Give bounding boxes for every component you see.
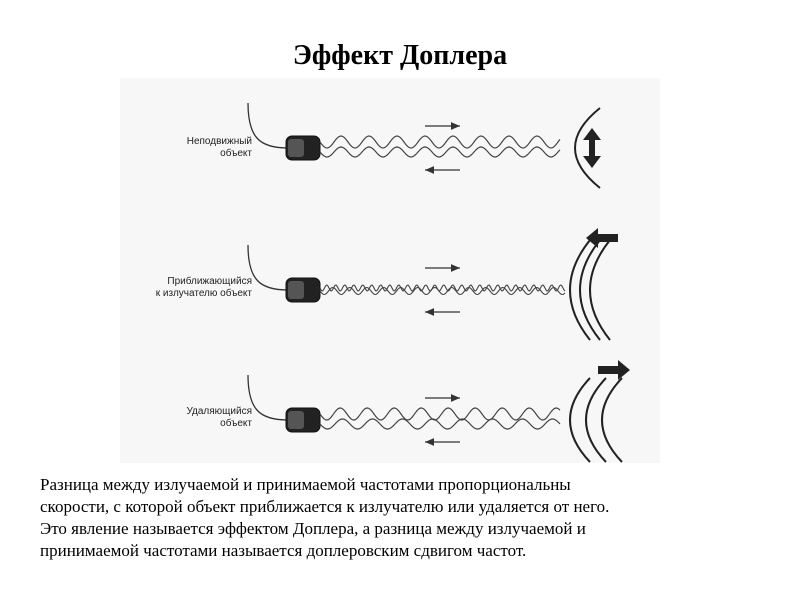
transducer-highlight-receding	[288, 411, 304, 429]
reflector-approaching-arc-2	[579, 239, 601, 341]
caption-line-1: Разница между излучаемой и принимаемой ч…	[40, 475, 571, 494]
caption-text: Разница между излучаемой и принимаемой ч…	[40, 474, 770, 562]
emitted-wave-approaching	[319, 286, 566, 296]
doppler-diagram: Неподвижный объект Приближающийся к излу…	[120, 78, 660, 463]
slide-title: Эффект Доплера	[292, 40, 508, 71]
emitted-wave-receding	[319, 407, 561, 421]
row-label-receding: Удаляющийся объект	[140, 406, 252, 430]
doppler-diagram-svg	[247, 102, 630, 463]
cable-stationary	[247, 102, 289, 149]
row-label-receding-line2: объект	[220, 418, 252, 429]
reflected-wave-stationary	[319, 146, 561, 158]
caption-line-4: принимаемой частотами называется доплеро…	[40, 541, 527, 560]
reflected-wave-approaching	[319, 284, 566, 292]
emitted-wave-stationary	[319, 135, 561, 149]
cable-receding	[247, 374, 289, 421]
row-label-stationary-line1: Неподвижный	[186, 136, 252, 147]
reflector-receding-arc-1	[569, 377, 591, 463]
reflector-receding-arc-3	[601, 377, 623, 463]
row-label-receding-line1: Удаляющийся	[186, 406, 252, 417]
caption-line-3: Это явление называется эффектом Доплера,…	[40, 519, 586, 538]
row-label-approaching: Приближающийся к излучателю объект	[120, 276, 252, 300]
arrow-right-icon	[598, 360, 630, 380]
reflector-approaching-arc-1	[569, 239, 591, 341]
reflector-receding-arc-2	[585, 377, 607, 463]
caption-line-2: скорости, с которой объект приближается …	[40, 497, 610, 516]
arrow-left-icon	[586, 228, 618, 248]
reflector-approaching-arc-3	[589, 239, 611, 341]
row-label-approaching-line2: к излучателю объект	[155, 288, 252, 299]
cable-approaching	[247, 244, 289, 291]
reflector-stationary	[574, 107, 601, 189]
double-arrow-icon	[583, 128, 601, 168]
transducer-highlight-approaching	[288, 281, 304, 299]
row-label-stationary-line2: объект	[220, 148, 252, 159]
transducer-highlight-stationary	[288, 139, 304, 157]
row-label-approaching-line1: Приближающийся	[167, 276, 252, 287]
row-label-stationary: Неподвижный объект	[140, 136, 252, 160]
reflected-wave-receding	[319, 418, 561, 430]
